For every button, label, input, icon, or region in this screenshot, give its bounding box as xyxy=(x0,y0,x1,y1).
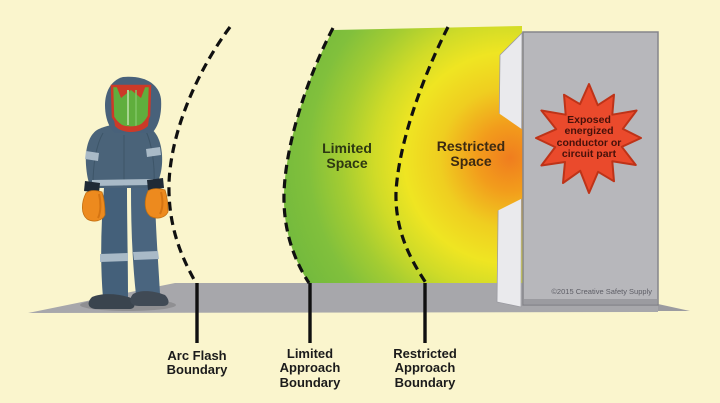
arc-flash-boundary-arc xyxy=(167,26,232,284)
energized-conductor-tab xyxy=(497,112,523,211)
arc-flash-marker-line xyxy=(195,283,199,343)
restricted-approach-marker-line xyxy=(423,283,427,343)
worker-boots xyxy=(88,294,135,309)
approach-zone-gradient xyxy=(283,26,523,283)
copyright-text: ©2015 Creative Safety Supply xyxy=(551,287,652,296)
worker-helmet-crown xyxy=(116,85,146,98)
limited-approach-boundary-arc xyxy=(282,27,335,284)
hazard-starburst xyxy=(535,83,642,194)
worker-in-ppe-figure xyxy=(80,76,176,311)
limited-approach-marker-line xyxy=(308,283,312,343)
worker-chin-guard xyxy=(114,118,149,132)
restricted-approach-boundary-arc xyxy=(394,26,450,284)
floor-shadow-tip xyxy=(658,304,690,311)
